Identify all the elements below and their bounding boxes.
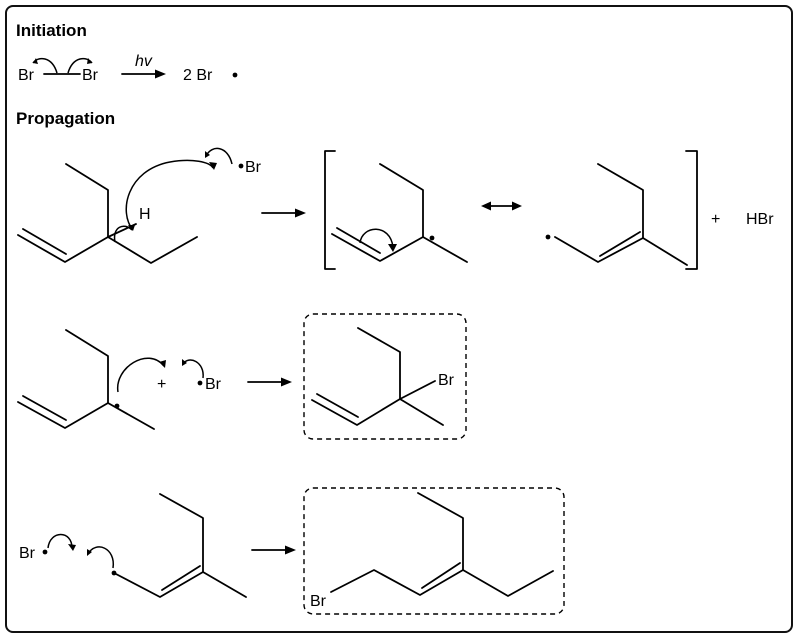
propagation-heading: Propagation <box>16 109 116 128</box>
radical-dot <box>232 72 238 78</box>
propagation-step-2: + Br Br <box>17 313 467 440</box>
br-substituent-label: Br <box>438 372 455 389</box>
fishhook-arrow-radical <box>117 357 165 393</box>
propagation-step-1: H Br + HBr <box>17 147 774 270</box>
fishhook-arrow-bond <box>113 225 133 243</box>
product-molecule-2 <box>330 492 554 597</box>
br-substituent-label: Br <box>310 593 327 610</box>
product-2br-label: 2 Br <box>183 67 213 84</box>
radical-molecule <box>17 329 155 430</box>
br-radical-label: Br <box>205 376 222 393</box>
propagation-step-3: Br Br <box>19 487 565 615</box>
plus-sign: + <box>711 211 720 228</box>
br-right-label: Br <box>82 67 99 84</box>
allyl-radical-form-1 <box>331 163 468 263</box>
allyl-radical-form-2 <box>554 163 688 266</box>
product-box-1 <box>303 313 467 440</box>
allylic-radical-molecule <box>115 493 247 598</box>
radical-dot <box>429 235 435 241</box>
curved-arrow-h-abstraction <box>125 159 214 231</box>
radical-dot <box>114 403 120 409</box>
product-molecule-1 <box>311 327 444 426</box>
initiation-heading: Initiation <box>16 21 87 40</box>
bracket-left <box>324 150 336 270</box>
hbr-label: HBr <box>746 211 774 228</box>
bracket-right <box>685 150 698 270</box>
fishhook-arrow-br <box>47 533 73 549</box>
reactant-molecule <box>17 163 198 264</box>
br-left-label: Br <box>18 67 35 84</box>
br-radical-label: Br <box>19 545 36 562</box>
scheme-frame <box>5 5 793 633</box>
br-radical-label: Br <box>245 159 262 176</box>
radical-dot <box>545 234 551 240</box>
plus-sign: + <box>157 376 166 393</box>
radical-dot <box>238 163 244 169</box>
hv-condition: hv <box>135 53 153 70</box>
product-box-2 <box>303 487 565 615</box>
curved-arrow-resonance <box>359 228 394 248</box>
fishhook-arrow-br <box>205 147 233 165</box>
initiation-reaction: Br Br hv 2 Br <box>18 53 238 84</box>
fishhook-arrow-radical <box>87 546 114 569</box>
radical-dot <box>197 380 203 386</box>
hydrogen-label: H <box>139 206 151 223</box>
radical-dot <box>42 549 48 555</box>
